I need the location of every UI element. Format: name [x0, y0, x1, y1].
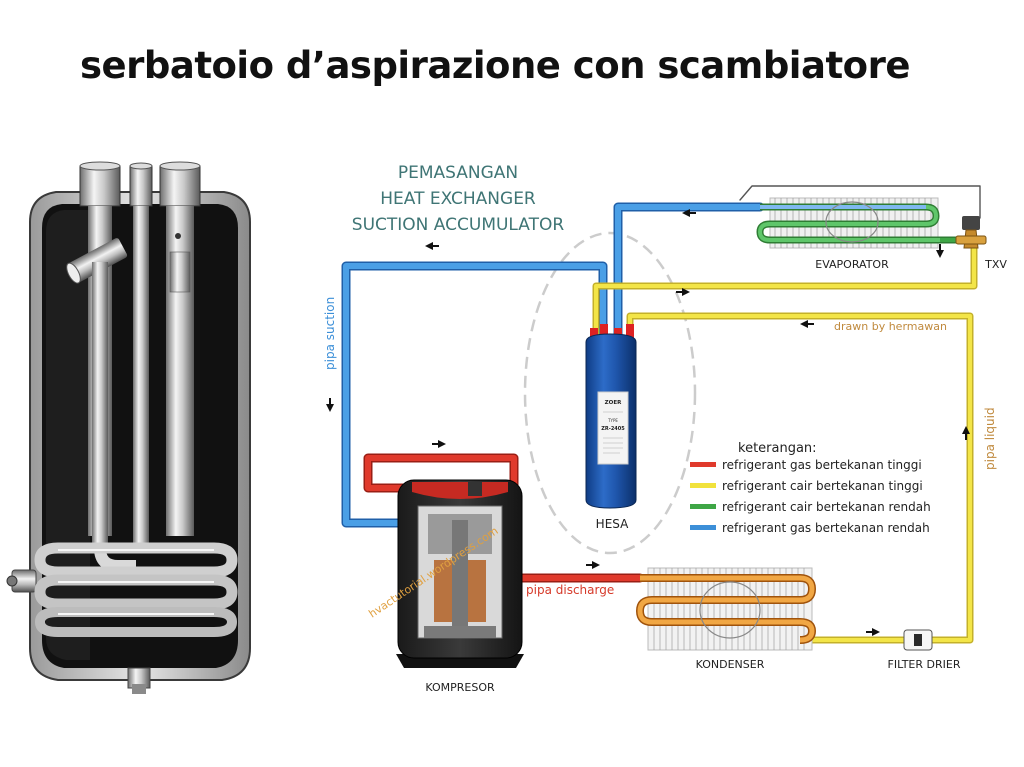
- legend-swatch-yellow: [690, 483, 716, 488]
- legend-item-2: refrigerant cair bertekanan tinggi: [722, 479, 923, 493]
- hesa-highlight-ellipse: [523, 231, 697, 555]
- legend-swatch-green: [690, 504, 716, 509]
- txv-label: TXV: [984, 258, 1007, 271]
- installation-diagram: PEMASANGAN HEAT EXCHANGER SUCTION ACCUMU…: [288, 150, 1024, 698]
- hesa-tag-type: TYPE: [607, 418, 618, 423]
- evaporator-label: EVAPORATOR: [815, 258, 889, 271]
- liquid-pipe: [628, 314, 972, 642]
- kompresor: KOMPRESOR: [396, 479, 524, 694]
- evaporator: EVAPORATOR: [756, 197, 940, 271]
- hesa-tag-model: ZR-2405: [601, 426, 625, 432]
- legend-item-3: refrigerant cair bertekanan rendah: [722, 500, 931, 514]
- legend: keterangan: refrigerant gas bertekanan t…: [690, 441, 931, 535]
- legend-swatch-blue: [690, 525, 716, 530]
- legend-title: keterangan:: [738, 441, 817, 456]
- discharge-pipe: [365, 455, 643, 581]
- arrow-right: [676, 288, 690, 296]
- slide-title: serbatoio d’aspirazione con scambiatore: [80, 44, 910, 87]
- hesa-accumulator: ZOER TYPE ZR-2405 HESA: [585, 324, 637, 531]
- legend-swatch-red: [690, 462, 716, 467]
- txv: TXV: [955, 216, 1007, 271]
- filter-drier-label: FILTER DRIER: [888, 658, 961, 671]
- hesa-tag-brand: ZOER: [605, 400, 622, 406]
- kompresor-label: KOMPRESOR: [425, 681, 495, 694]
- pipa-liquid-label: pipa liquid: [983, 407, 997, 470]
- diagram-heading-line-2: HEAT EXCHANGER: [380, 189, 536, 209]
- accumulator-cutaway-illustration: [6, 161, 251, 694]
- filter-drier: FILTER DRIER: [888, 629, 961, 671]
- evaporator-outlet-pipe: [615, 204, 763, 338]
- flow-arrows: [326, 209, 970, 636]
- hesa-to-txv-pipe: [594, 246, 976, 337]
- kondenser-label: KONDENSER: [696, 658, 765, 671]
- legend-item-1: refrigerant gas bertekanan tinggi: [722, 458, 922, 472]
- pipa-discharge-label: pipa discharge: [526, 583, 614, 597]
- diagram-heading-line-3: SUCTION ACCUMULATOR: [352, 215, 565, 235]
- legend-item-4: refrigerant gas bertekanan rendah: [722, 521, 930, 535]
- pipa-suction-label: pipa suction: [323, 297, 337, 370]
- hesa-label: HESA: [596, 517, 629, 531]
- kondenser: KONDENSER: [635, 567, 817, 671]
- credit-label: drawn by hermawan: [834, 320, 947, 333]
- diagram-heading-line-1: PEMASANGAN: [398, 163, 518, 183]
